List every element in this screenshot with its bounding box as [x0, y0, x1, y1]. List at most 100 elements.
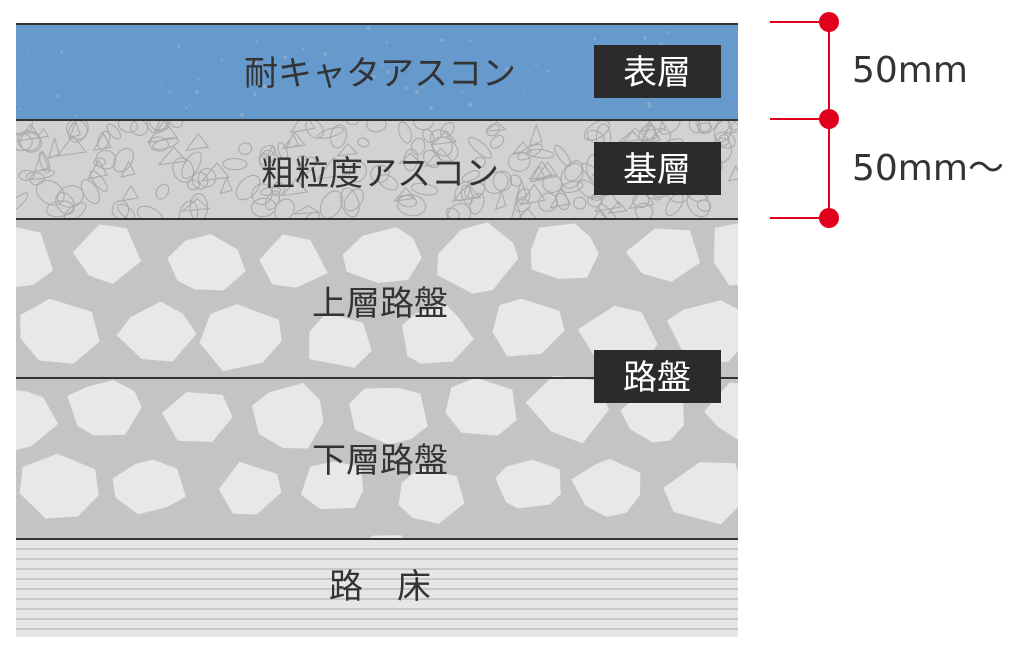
base-pebble	[396, 194, 427, 217]
surface-speck	[283, 55, 287, 60]
base-pebble	[258, 153, 272, 167]
base-pebble	[222, 157, 248, 171]
base-pebble	[446, 203, 471, 219]
base-pebble	[18, 169, 35, 181]
surface-speck	[194, 90, 199, 94]
surface-speck	[253, 60, 258, 65]
base-pebble	[281, 177, 309, 197]
subgrade-texture	[16, 548, 738, 630]
surface-speck	[26, 48, 29, 51]
base-pebble	[461, 170, 481, 183]
roadbed-stone	[571, 458, 641, 517]
base-pebble	[89, 170, 108, 192]
base-pebble	[155, 183, 170, 200]
base-pebble	[330, 124, 347, 149]
roadbed-stone	[19, 453, 99, 519]
dimension-dot-top	[819, 12, 839, 32]
base-pebble	[658, 120, 681, 135]
roadbed-stone	[437, 222, 519, 294]
roadbed-stone	[402, 303, 474, 364]
surface-speck	[255, 73, 259, 77]
base-pebble	[95, 149, 117, 170]
base-pebble	[564, 160, 584, 182]
surface-speck	[643, 36, 647, 40]
base-pebble	[265, 190, 281, 211]
base-pebble	[398, 121, 412, 144]
base-pebble	[484, 121, 507, 133]
base-pebble	[583, 120, 611, 141]
base-pebble	[117, 120, 138, 133]
base-pebble	[17, 123, 41, 142]
base-pebble	[66, 120, 88, 140]
base-pebble	[172, 157, 195, 183]
base-texture	[16, 120, 738, 219]
surface-speck	[666, 31, 669, 34]
surface-layer-label: 耐キャタアスコン	[244, 54, 516, 94]
base-pebble	[460, 184, 474, 205]
base-pebble	[554, 144, 572, 167]
roadbed-stone	[162, 392, 233, 442]
surface-speck	[468, 39, 472, 42]
base-pebble	[422, 149, 441, 168]
surface-speck	[593, 37, 597, 41]
base-pebble	[340, 187, 360, 218]
base-pebble	[469, 192, 485, 215]
base-pebble	[271, 181, 285, 197]
base-pebble	[345, 120, 360, 126]
surface-tag-bg	[594, 45, 721, 98]
base-pebble	[319, 190, 343, 219]
surface-speck	[20, 81, 23, 84]
base-pebble	[33, 149, 50, 174]
base-pebble	[157, 146, 188, 166]
base-pebble	[431, 136, 459, 162]
surface-speck	[60, 50, 64, 54]
surface-speck	[177, 44, 181, 48]
base-pebble	[560, 180, 584, 194]
base-pebble	[510, 199, 522, 219]
surface-speck	[421, 86, 424, 89]
roadbed-stone	[495, 459, 561, 509]
base-pebble	[440, 122, 455, 138]
base-pebble	[528, 160, 554, 181]
base-pebble	[16, 132, 33, 151]
base-pebble	[47, 136, 60, 160]
roadbed-stone	[309, 312, 372, 368]
surface-speck	[381, 64, 384, 67]
base-pebble	[511, 141, 533, 155]
roadbed-stone	[259, 234, 328, 288]
base-pebble	[117, 203, 136, 219]
base-pebble	[397, 194, 417, 208]
base-pebble	[451, 184, 482, 202]
base-pebble	[106, 123, 122, 140]
roadbed-stone	[251, 383, 324, 449]
base-pebble	[538, 192, 558, 212]
base-pebble	[688, 120, 702, 134]
base-thickness-label: 50mm〜	[852, 148, 1004, 189]
surface-speck	[161, 83, 164, 86]
surface-speck	[239, 112, 244, 117]
base-pebble	[697, 120, 720, 135]
base-pebble	[378, 174, 399, 191]
roadbed-stone-texture	[16, 222, 738, 539]
base-pebble	[573, 196, 587, 210]
base-pebble	[92, 132, 112, 152]
base-pebble	[336, 142, 359, 157]
roadbed-stone	[704, 382, 738, 440]
base-pebble	[189, 193, 209, 219]
roadbed-stone	[167, 234, 246, 291]
base-pebble	[357, 137, 370, 148]
base-pebble	[304, 211, 320, 219]
base-pebble	[120, 160, 136, 178]
surface-speck	[440, 38, 445, 42]
roadbed-stone	[625, 228, 701, 282]
roadbed-stone	[666, 300, 738, 366]
base-pebble	[317, 126, 344, 139]
base-pebble	[80, 179, 101, 205]
surface-speck	[535, 64, 538, 67]
base-pebble	[263, 144, 280, 164]
base-pebble	[486, 123, 501, 137]
roadbed-stone	[218, 461, 282, 515]
base-pebble	[489, 134, 505, 149]
